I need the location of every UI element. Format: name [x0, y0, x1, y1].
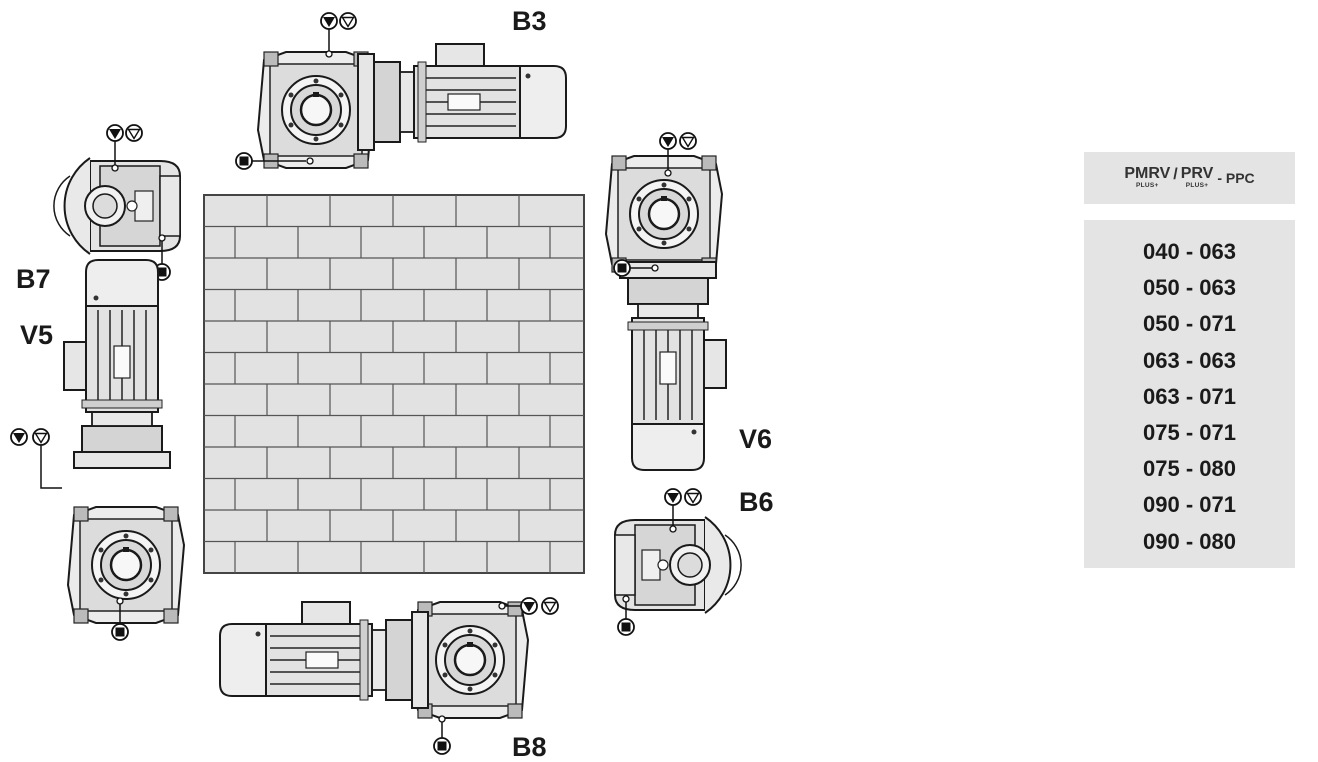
unit-b8 — [219, 597, 559, 755]
size-item: 063 - 071 — [1143, 383, 1236, 409]
brand-pmrv-sub: PLUS+ — [1135, 182, 1159, 190]
label-b7: B7 — [16, 264, 51, 294]
size-item: 040 - 063 — [1143, 239, 1236, 264]
size-item: 090 - 080 — [1143, 528, 1236, 554]
size-item: 075 - 071 — [1143, 419, 1236, 445]
label-b3: B3 — [512, 6, 547, 36]
unit-v6 — [604, 132, 727, 471]
brand-separator: / — [1173, 166, 1178, 183]
size-item: 075 - 080 — [1143, 456, 1236, 482]
size-item: 063 - 063 — [1143, 347, 1236, 373]
label-v6: V6 — [739, 424, 773, 454]
unit-b7 — [52, 124, 181, 281]
brick-wall-icon — [203, 194, 585, 574]
label-b8: B8 — [512, 732, 547, 762]
product-header: PMRV PLUS+ / PRV PLUS+ - PPC — [1084, 152, 1295, 204]
size-list: 040 - 063 050 - 063 050 - 071 063 - 063 … — [1084, 220, 1295, 560]
size-list-panel: 040 - 063 050 - 063 050 - 071 063 - 063 … — [1084, 220, 1295, 568]
size-item: 050 - 063 — [1143, 275, 1236, 301]
unit-b3 — [235, 12, 567, 170]
unit-b6 — [614, 488, 743, 636]
brand-pmrv-name: PMRV — [1124, 165, 1171, 183]
label-v5: V5 — [20, 320, 54, 350]
unit-v5 — [10, 259, 186, 641]
size-item: 090 - 071 — [1143, 492, 1236, 518]
size-item: 050 - 071 — [1143, 311, 1236, 337]
brand-prv-sub: PLUS+ — [1185, 182, 1209, 190]
brand-prv-name: PRV — [1180, 165, 1214, 183]
label-b6: B6 — [739, 487, 774, 517]
brand-prv: PRV PLUS+ — [1181, 166, 1214, 190]
brand-pmrv: PMRV PLUS+ — [1124, 166, 1170, 190]
brand-suffix: - PPC — [1217, 170, 1255, 186]
